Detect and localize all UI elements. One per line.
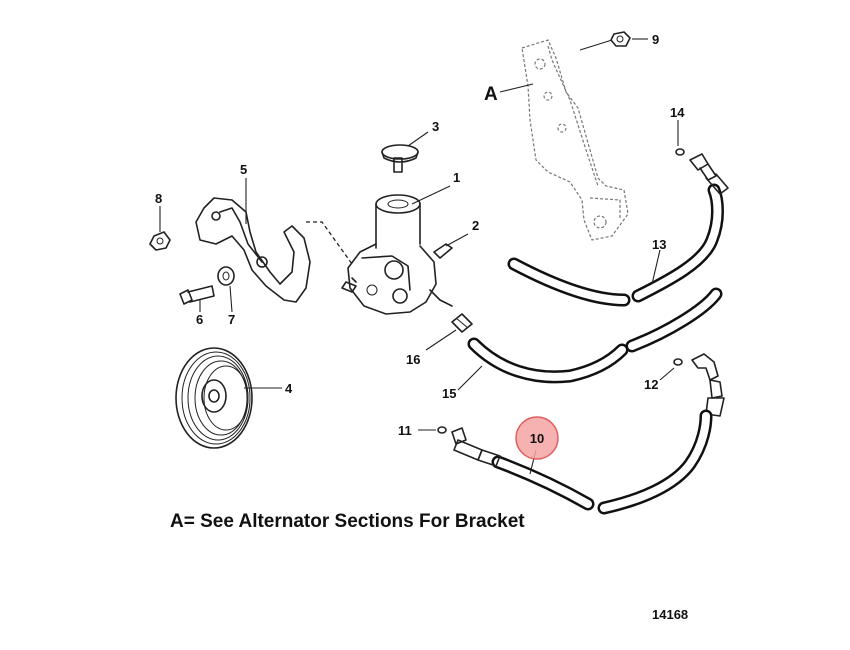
part-5-bracket: 5 xyxy=(195,162,311,303)
mounting-link xyxy=(306,221,353,265)
callout-8: 8 xyxy=(155,191,162,206)
callout-15: 15 xyxy=(442,386,456,401)
callout-10: 10 xyxy=(530,431,544,446)
part-14-oring: 14 xyxy=(670,105,729,195)
callout-5: 5 xyxy=(240,162,247,177)
part-6-bolt: 6 xyxy=(179,285,215,327)
part-8-nut: 8 xyxy=(149,191,171,251)
callout-1: 1 xyxy=(453,170,460,185)
callout-11: 11 xyxy=(398,423,412,438)
figure-number: 14168 xyxy=(652,607,688,622)
callout-12: 12 xyxy=(644,377,658,392)
part-10-hose xyxy=(451,409,713,515)
callout-7: 7 xyxy=(228,312,235,327)
part-3-cap: 3 xyxy=(381,119,439,173)
alternator-bracket-a xyxy=(521,39,629,241)
part-11-oring: 11 xyxy=(398,423,447,438)
bracket-note: A= See Alternator Sections For Bracket xyxy=(170,511,525,532)
part-1-pump: 1 xyxy=(341,170,460,315)
part-7-washer: 7 xyxy=(217,266,235,327)
part-4-pulley: 4 xyxy=(175,347,293,449)
callout-3: 3 xyxy=(432,119,439,134)
part-13-hose: 13 xyxy=(507,183,724,307)
part-2-stud: 2 xyxy=(433,218,479,259)
part-9-nut: 9 xyxy=(579,31,659,51)
callout-14: 14 xyxy=(670,105,685,120)
callout-a: A xyxy=(484,83,534,105)
callout-16: 16 xyxy=(406,352,420,367)
callout-a-label: A xyxy=(484,84,498,105)
part-15-hose: 15 xyxy=(442,287,723,401)
callout-9: 9 xyxy=(652,32,659,47)
callout-2: 2 xyxy=(472,218,479,233)
callout-4: 4 xyxy=(285,381,293,396)
callout-6: 6 xyxy=(196,312,203,327)
part-12-oring: 12 xyxy=(644,353,725,417)
callout-13: 13 xyxy=(652,237,666,252)
callout-10-highlight[interactable]: 10 xyxy=(515,416,559,460)
part-16-fitting: 16 xyxy=(406,313,473,367)
